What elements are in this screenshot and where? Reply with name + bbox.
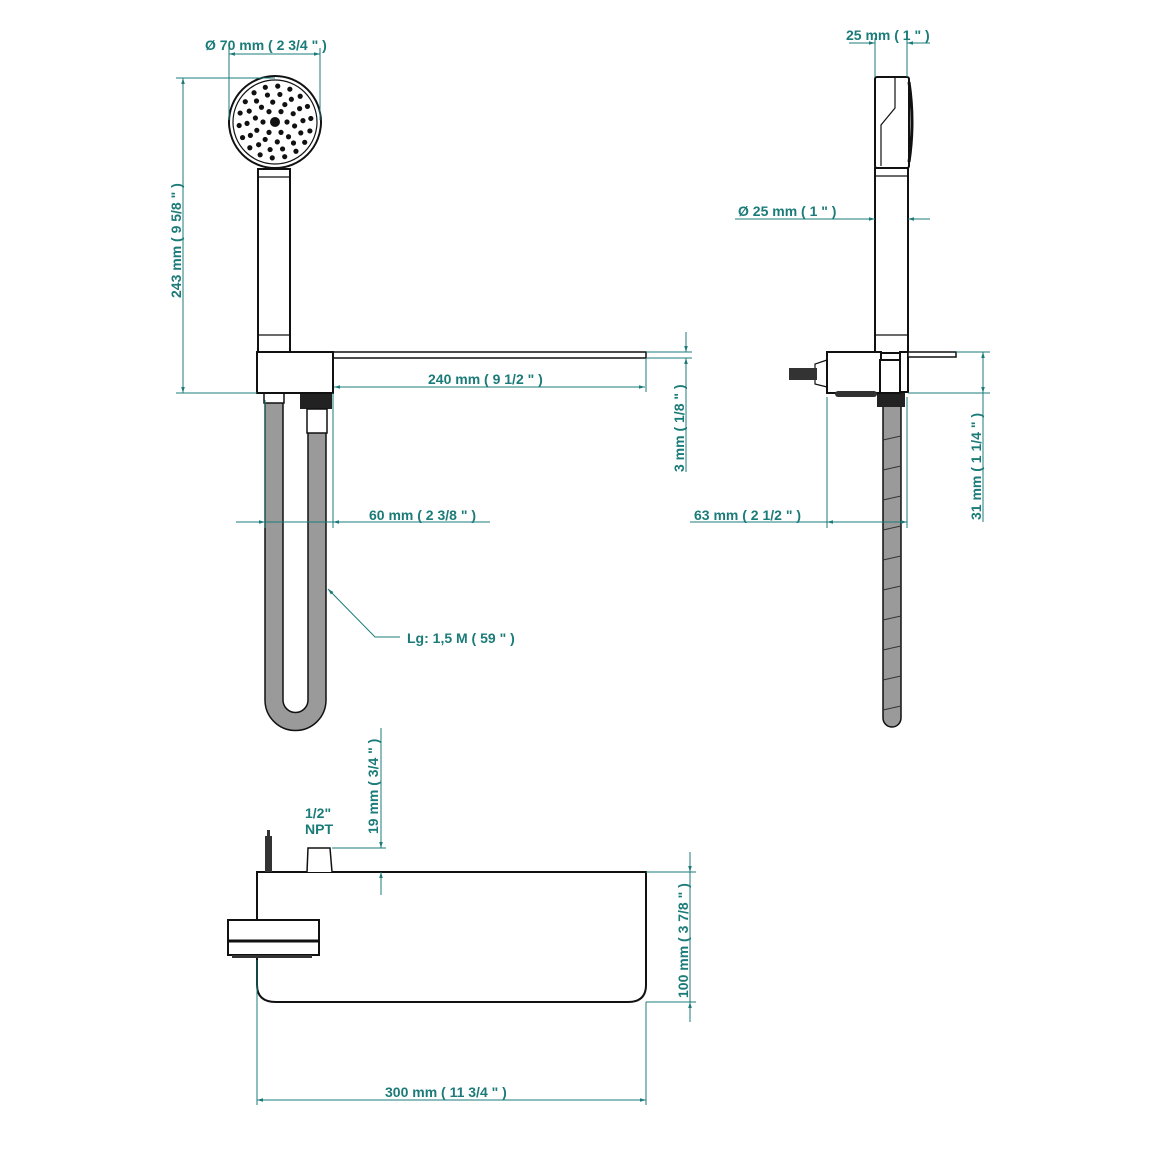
dim-head-width: 25 mm ( 1 " ) bbox=[846, 27, 930, 77]
spray-hole-icon bbox=[270, 99, 276, 105]
dim-hose-spacing: 60 mm ( 2 3/8 " ) bbox=[236, 393, 490, 528]
spray-hole-icon bbox=[262, 84, 268, 90]
spray-hole-icon bbox=[242, 99, 248, 105]
spray-hole-icon bbox=[257, 152, 263, 158]
spray-hole-icon bbox=[290, 140, 297, 146]
dim-height: 243 mm ( 9 5/8 " ) bbox=[168, 77, 275, 394]
handle-icon bbox=[257, 168, 291, 353]
label-hose-length: Lg: 1,5 M ( 59 " ) bbox=[407, 630, 515, 646]
spray-hole-icon bbox=[256, 142, 262, 148]
label-depth: 100 mm ( 3 7/8 " ) bbox=[675, 883, 691, 998]
shelf-top-icon bbox=[256, 871, 647, 1003]
dim-width: 300 mm ( 11 3/4 " ) bbox=[256, 960, 647, 1105]
dim-head-diameter: Ø 70 mm ( 2 3/4 " ) bbox=[205, 37, 327, 120]
spray-hole-icon bbox=[252, 115, 258, 121]
spray-hole-icon bbox=[258, 104, 265, 110]
spray-hole-icon bbox=[267, 146, 273, 153]
spray-hole-icon bbox=[297, 106, 303, 112]
dim-shelf-length: 240 mm ( 9 1/2 " ) bbox=[334, 358, 647, 392]
spray-hole-icon bbox=[277, 91, 283, 98]
spray-hole-icon bbox=[260, 119, 266, 125]
spray-hole-icon bbox=[244, 120, 250, 126]
spray-hole-icon bbox=[282, 154, 288, 160]
shelf-icon bbox=[256, 351, 647, 394]
spray-hole-icon bbox=[254, 127, 260, 133]
dim-handle-diameter: Ø 25 mm ( 1 " ) bbox=[735, 203, 930, 221]
shower-head-side-icon bbox=[874, 76, 914, 169]
label-connection-height: 19 mm ( 3/4 " ) bbox=[365, 739, 381, 834]
spray-hole-icon bbox=[247, 145, 253, 151]
label-handle-diameter: Ø 25 mm ( 1 " ) bbox=[738, 203, 836, 219]
spray-hole-icon bbox=[288, 96, 294, 102]
hose-icon bbox=[877, 393, 905, 728]
label-shelf-length: 240 mm ( 9 1/2 " ) bbox=[428, 371, 543, 387]
label-head-width: 25 mm ( 1 " ) bbox=[846, 27, 930, 43]
hose-icon bbox=[263, 392, 332, 732]
handle-side-icon bbox=[874, 167, 909, 354]
spray-hole-icon bbox=[278, 129, 284, 135]
dim-shelf-thickness: 3 mm ( 1/8 " ) bbox=[646, 332, 692, 472]
spray-hole-icon bbox=[262, 136, 268, 143]
dim-projection: 63 mm ( 2 1/2 " ) bbox=[690, 397, 908, 528]
npt-connection-icon bbox=[306, 847, 333, 873]
screw-icon bbox=[265, 830, 272, 872]
spray-hole-icon bbox=[253, 98, 260, 104]
spray-hole-icon bbox=[239, 134, 246, 141]
shower-head-icon bbox=[228, 75, 322, 169]
spray-hole-icon bbox=[251, 90, 257, 96]
dim-hose-length: Lg: 1,5 M ( 59 " ) bbox=[327, 588, 515, 646]
bracket-icon bbox=[789, 351, 957, 397]
spray-hole-icon bbox=[287, 86, 293, 92]
dim-depth: 100 mm ( 3 7/8 " ) bbox=[646, 852, 696, 1022]
dim-bracket-height: 31 mm ( 1 1/4 " ) bbox=[908, 351, 990, 522]
spray-hole-icon bbox=[284, 119, 290, 125]
label-width: 300 mm ( 11 3/4 " ) bbox=[385, 1084, 507, 1100]
label-npt: NPT bbox=[305, 821, 333, 837]
shower-head-top-icon bbox=[227, 919, 320, 958]
label-npt-size: 1/2" bbox=[305, 805, 331, 821]
dim-connection-height: 19 mm ( 3/4 " ) 1/2" NPT bbox=[305, 728, 386, 895]
spray-hole-icon bbox=[269, 155, 275, 161]
spray-hole-icon bbox=[274, 139, 280, 145]
label-shelf-thickness: 3 mm ( 1/8 " ) bbox=[671, 384, 687, 472]
spray-hole-icon bbox=[236, 122, 242, 129]
top-view: 19 mm ( 3/4 " ) 1/2" NPT 100 mm ( 3 7/8 … bbox=[227, 728, 696, 1105]
spray-hole-icon bbox=[293, 148, 299, 154]
spray-hole-icon bbox=[285, 134, 292, 140]
spray-hole-icon bbox=[292, 123, 298, 129]
label-bracket-height: 31 mm ( 1 1/4 " ) bbox=[968, 413, 984, 520]
front-view: Ø 70 mm ( 2 3/4 " ) 243 mm ( 9 5/8 " ) 2… bbox=[168, 37, 692, 732]
label-height: 243 mm ( 9 5/8 " ) bbox=[168, 183, 184, 298]
spray-hole-icon bbox=[290, 111, 296, 117]
label-projection: 63 mm ( 2 1/2 " ) bbox=[694, 507, 801, 523]
spray-hole-icon bbox=[266, 129, 272, 135]
spray-hole-icon bbox=[246, 108, 252, 114]
spray-hole-icon bbox=[302, 139, 308, 145]
spray-hole-icon bbox=[237, 110, 243, 116]
spray-hole-icon bbox=[298, 130, 304, 136]
spray-hole-icon bbox=[307, 128, 313, 134]
spray-hole-icon bbox=[308, 115, 314, 122]
spray-hole-icon bbox=[282, 101, 288, 108]
spray-hole-icon bbox=[297, 93, 303, 99]
spray-hole-icon bbox=[304, 103, 311, 110]
spray-hole-icon bbox=[247, 132, 253, 138]
spray-hole-icon bbox=[300, 118, 306, 124]
spray-hole-icon bbox=[279, 146, 286, 152]
spray-hole-icon bbox=[278, 109, 284, 115]
side-view: 25 mm ( 1 " ) Ø 25 mm ( 1 " ) 31 mm ( 1 … bbox=[690, 27, 990, 728]
label-head-diameter: Ø 70 mm ( 2 3/4 " ) bbox=[205, 37, 327, 53]
spray-hole-icon bbox=[264, 92, 271, 98]
spray-hole-icon bbox=[275, 83, 281, 89]
spray-hole-icon bbox=[266, 109, 272, 115]
label-hose-spacing: 60 mm ( 2 3/8 " ) bbox=[369, 507, 476, 523]
